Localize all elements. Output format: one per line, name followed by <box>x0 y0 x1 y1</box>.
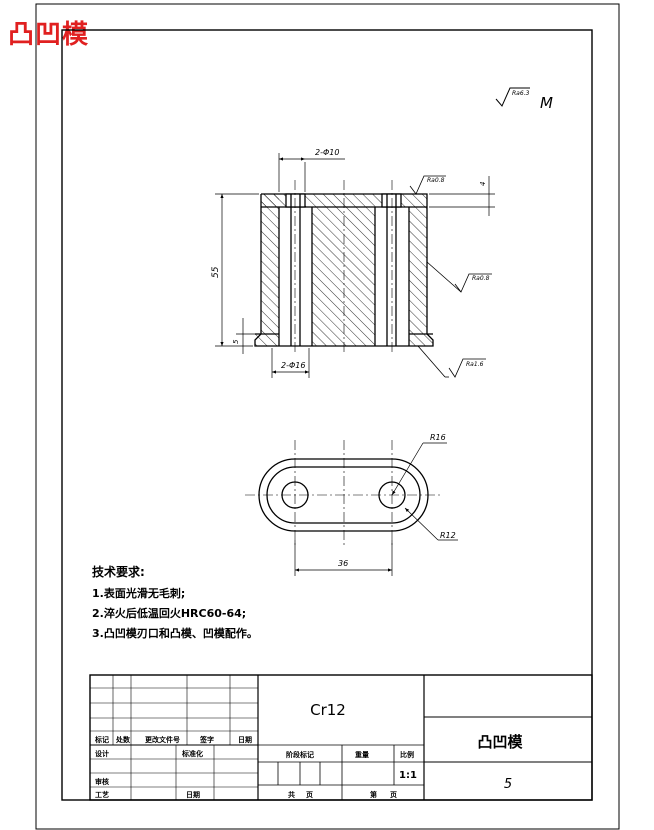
tb-label-date: 日期 <box>238 735 252 744</box>
roughness-top-label: Ra0.8 <box>427 177 445 184</box>
tb-label-process: 工艺 <box>95 790 109 799</box>
roughness-side-symbol <box>426 261 492 293</box>
dim-step: 5 <box>232 339 240 344</box>
dim-top-depth: 4 <box>479 182 487 186</box>
tb-label-sheet-total: 共 <box>288 790 295 799</box>
corner-title: 凸凹模 <box>8 20 90 50</box>
dim-bottom-holes: 2-Φ16 <box>281 361 305 370</box>
tb-label-sheet: 第 <box>370 790 377 799</box>
tb-scale: 1:1 <box>399 770 417 781</box>
dim-top-holes: 2-Φ10 <box>315 148 339 157</box>
section-view: 2-Φ10 55 5 4 2-Φ16 <box>211 148 495 378</box>
roughness-bottom-symbol <box>417 345 486 378</box>
top-view: R16 R12 36 <box>245 433 458 576</box>
title-block: 标记 处数 更改文件号 签字 日期 设计 标准化 审核 工艺 日期 阶段标记 重… <box>89 674 593 801</box>
tb-label-mark: 标记 <box>94 735 109 744</box>
general-roughness-symbol: Ra6.3 M <box>495 87 553 112</box>
note-item: 1.表面光滑无毛刺; <box>92 586 185 600</box>
tb-label-weight: 重量 <box>355 750 369 759</box>
tb-drawing-number: 5 <box>504 777 512 792</box>
roughness-top-symbol <box>409 175 446 195</box>
tb-label-sign: 签字 <box>199 735 214 744</box>
tb-label-design: 设计 <box>95 749 109 758</box>
note-item: 2.淬火后低温回火HRC60-64; <box>92 606 246 620</box>
tb-label-stage-mark: 阶段标记 <box>286 750 314 759</box>
technical-notes: 技术要求: 1.表面光滑无毛刺; 2.淬火后低温回火HRC60-64; 3.凸凹… <box>92 564 258 640</box>
dim-r-inner: R12 <box>440 531 456 540</box>
roughness-bottom-label: Ra1.6 <box>466 361 484 368</box>
tb-material: Cr12 <box>310 701 346 719</box>
general-roughness-suffix: M <box>540 94 553 112</box>
tb-label-change-doc: 更改文件号 <box>145 735 180 744</box>
dim-r-outer: R16 <box>430 433 446 442</box>
dim-height: 55 <box>211 266 221 278</box>
note-item: 3.凸凹模刃口和凸模、凹模配作。 <box>92 626 258 640</box>
dim-center-distance: 36 <box>338 559 348 568</box>
tb-label-sheet-unit: 页 <box>390 791 397 799</box>
tb-label-standard: 标准化 <box>181 749 203 758</box>
roughness-side-label: Ra0.8 <box>472 275 490 282</box>
tb-label-count: 处数 <box>115 735 131 744</box>
tb-label-sheet-total-unit: 页 <box>306 791 313 799</box>
tb-part-name: 凸凹模 <box>477 733 523 751</box>
tb-label-ratio: 比例 <box>400 750 414 759</box>
general-roughness-label: Ra6.3 <box>512 90 530 97</box>
notes-heading: 技术要求: <box>92 564 145 579</box>
tb-label-date2: 日期 <box>186 790 200 799</box>
tb-label-review: 审核 <box>95 777 109 786</box>
